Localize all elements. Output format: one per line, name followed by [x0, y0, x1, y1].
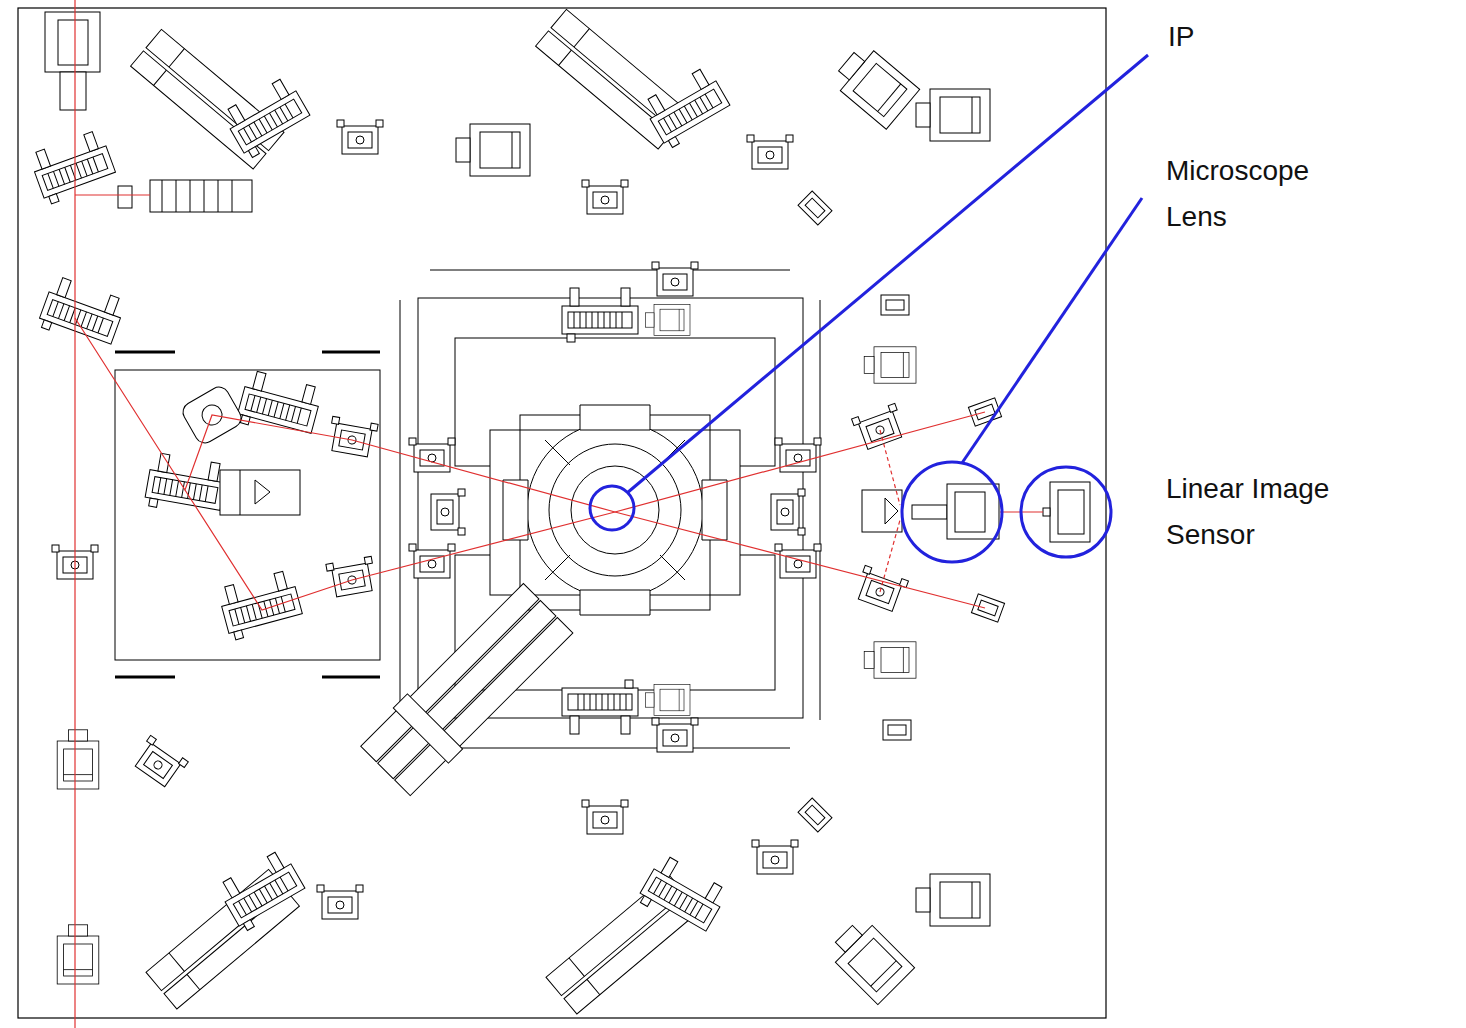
mirror-stage — [221, 75, 314, 160]
frame-rails — [400, 270, 820, 748]
vacuum-chamber — [571, 466, 659, 554]
post-holder — [456, 124, 530, 176]
optic-mount — [775, 544, 821, 578]
optic-mount — [131, 735, 188, 789]
mirror — [798, 191, 832, 225]
mirror-stage — [236, 369, 323, 441]
beam-pipe — [358, 581, 576, 799]
optic-mount — [652, 262, 698, 296]
optic-mount — [771, 489, 805, 535]
laser-beam — [75, 318, 985, 608]
callout-marks — [590, 55, 1148, 562]
mirror-stage — [28, 129, 118, 206]
prism-mount — [862, 490, 902, 532]
post-holder — [57, 730, 99, 789]
linear-image-sensor — [1050, 482, 1090, 542]
optic-mount — [747, 135, 793, 169]
optic-mount — [582, 800, 628, 834]
laser-beam — [880, 430, 900, 592]
post-holder — [864, 642, 916, 678]
callout-label: Microscope Lens — [1166, 148, 1341, 240]
mirror-stage — [562, 288, 638, 342]
mirror — [798, 798, 832, 832]
laser-beam — [75, 194, 150, 195]
breadboard-clamps — [115, 352, 380, 677]
callout-label: IP — [1168, 14, 1288, 60]
post-holder — [916, 89, 990, 141]
mirror — [883, 720, 911, 740]
post-holder — [830, 42, 920, 129]
lens-tube — [131, 29, 284, 169]
vacuum-chamber — [527, 422, 703, 598]
laser-beam — [185, 412, 985, 610]
detector — [118, 186, 132, 208]
mirror — [971, 594, 1004, 622]
post-holder — [646, 684, 690, 715]
laser-beams — [75, 0, 1043, 1028]
microscope-lens-holder — [955, 492, 985, 532]
optic-components — [28, 9, 1090, 1014]
linear-image-sensor — [1043, 508, 1050, 516]
sub-breadboard — [115, 370, 380, 660]
leader-line — [962, 198, 1142, 463]
optic-mount — [852, 403, 907, 451]
prism-mount — [885, 498, 898, 524]
mirror-stage — [562, 680, 638, 734]
optic-mount — [652, 718, 698, 752]
post-holder — [916, 874, 990, 926]
detector-rail — [150, 180, 252, 212]
prism-box — [220, 470, 300, 515]
lens-barrel — [912, 505, 947, 519]
post-holder — [864, 347, 916, 383]
post-holder — [826, 916, 915, 1005]
mirror-stage — [216, 848, 309, 933]
optic-mount — [582, 180, 628, 214]
mirror — [881, 295, 909, 315]
optic-mount — [752, 840, 798, 874]
mirror-stage — [37, 275, 127, 352]
optic-mount — [326, 556, 377, 597]
camera-body — [45, 12, 100, 72]
mirror-stage — [641, 65, 734, 150]
leader-line — [627, 55, 1148, 493]
callout-label: Linear Image Sensor — [1166, 466, 1371, 558]
linear-image-sensor — [1058, 490, 1084, 534]
post-holder — [646, 304, 690, 335]
optic-mount — [409, 544, 455, 578]
callout-circle — [902, 462, 1002, 562]
camera-lens — [60, 72, 86, 110]
mirror-stage — [217, 569, 304, 641]
laser-beam — [74, 0, 75, 1028]
optic-mount — [431, 489, 465, 535]
post-holder — [57, 925, 99, 984]
optic-mount — [337, 120, 383, 154]
microscope-lens-holder — [947, 484, 999, 539]
camera-body — [58, 20, 88, 65]
detector-rail — [162, 180, 232, 212]
table-outline — [18, 8, 1106, 1018]
optic-mount — [317, 885, 363, 919]
mirror-stage — [144, 452, 228, 518]
callout-circle — [1021, 467, 1111, 557]
prism-box — [240, 470, 270, 515]
mirror-stage — [636, 853, 729, 938]
